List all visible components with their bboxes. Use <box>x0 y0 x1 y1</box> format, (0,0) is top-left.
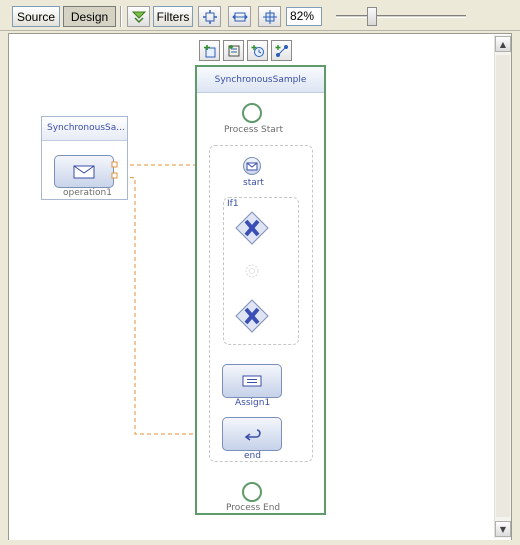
source-tab-button[interactable]: Source <box>12 6 60 27</box>
scroll-down-icon[interactable]: ▼ <box>495 521 511 537</box>
zoom-input[interactable]: 82% <box>286 7 322 26</box>
scroll-up-icon[interactable]: ▲ <box>495 36 511 52</box>
fit-width-icon[interactable] <box>228 6 251 27</box>
scrollbar-thumb[interactable] <box>496 55 510 517</box>
process-end-node[interactable] <box>242 482 262 502</box>
assign-icon <box>242 375 262 387</box>
if-scope <box>223 197 299 345</box>
auto-layout-icon[interactable] <box>271 40 292 61</box>
if-gateway-top[interactable] <box>235 211 269 245</box>
design-tab-button[interactable]: Design <box>63 6 116 27</box>
reply-icon <box>244 429 261 441</box>
receive-node[interactable] <box>243 157 261 175</box>
operation-label: operation1 <box>63 188 112 198</box>
filters-button[interactable]: Filters <box>153 6 193 27</box>
if-gateway-bottom[interactable] <box>235 299 269 333</box>
reply-label: end <box>244 451 261 461</box>
toolbar-separator <box>120 6 122 27</box>
process-start-label: Process Start <box>224 125 283 135</box>
assign-activity[interactable] <box>222 364 282 398</box>
fit-page-icon[interactable] <box>258 6 281 27</box>
if-label: If1 <box>227 199 239 209</box>
add-partner-icon[interactable] <box>199 40 220 61</box>
empty-branch-placeholder[interactable] <box>242 262 262 280</box>
process-end-label: Process End <box>226 503 281 513</box>
partner-port-icons <box>111 161 118 179</box>
sequence-scope <box>209 145 313 462</box>
vertical-scrollbar[interactable]: ▲ ▼ <box>494 35 511 538</box>
toolbar-divider <box>0 30 520 31</box>
partner-link-title: SynchronousSa... <box>42 117 127 141</box>
envelope-icon <box>246 162 258 171</box>
partner-link[interactable]: SynchronousSa... operation1 <box>41 116 128 200</box>
envelope-icon <box>73 165 95 178</box>
zoom-slider-thumb[interactable] <box>367 7 377 26</box>
add-activity-icon[interactable] <box>223 40 244 61</box>
process-start-node[interactable] <box>242 103 262 123</box>
zoom-slider-track[interactable] <box>336 15 466 18</box>
add-event-icon[interactable] <box>247 40 268 61</box>
fit-diagram-icon[interactable] <box>198 6 221 27</box>
bottom-edge <box>8 540 512 545</box>
operation-box[interactable] <box>54 155 114 188</box>
assign-label: Assign1 <box>235 398 271 408</box>
process-title: SynchronousSample <box>197 67 324 93</box>
filter-icon[interactable] <box>127 6 150 27</box>
reply-activity[interactable] <box>222 417 282 451</box>
editor-toolbar: Source Design Filters 82% <box>0 0 520 32</box>
receive-label: start <box>243 178 264 188</box>
